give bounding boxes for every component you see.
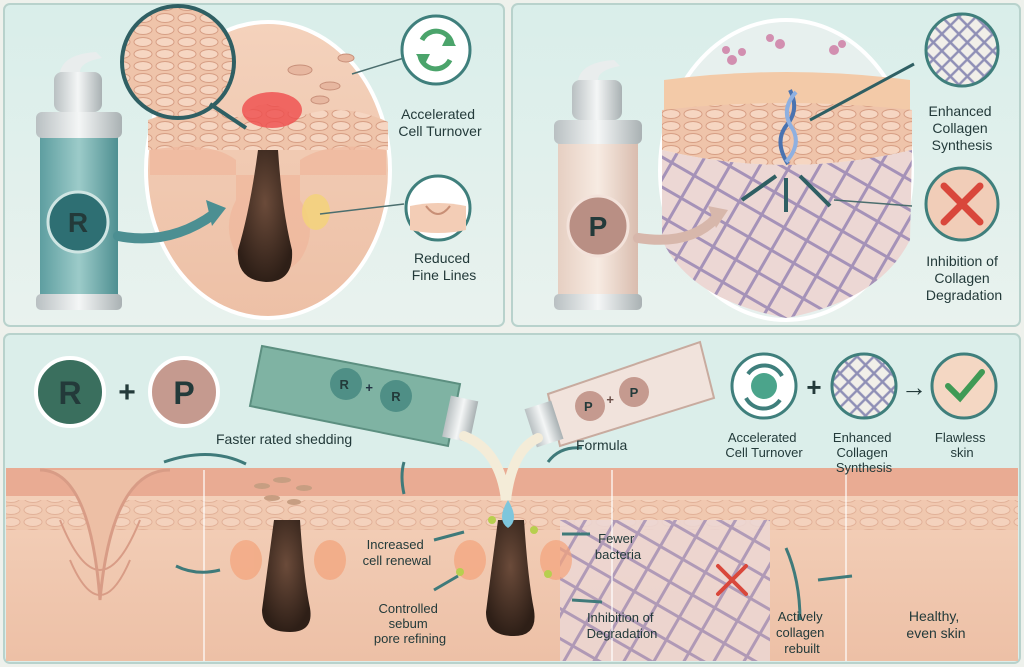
fine-lines-icon xyxy=(404,174,472,242)
peptide-arrow xyxy=(633,213,721,245)
shedding-cells xyxy=(287,53,355,105)
retinol-arrow xyxy=(113,209,219,244)
label-reduced-fine-lines: Reduced Fine Lines xyxy=(412,250,477,283)
cell-inset xyxy=(120,4,248,130)
combo-badge-r-letter: R xyxy=(58,375,81,411)
label-accelerated-turnover: Accelerated Cell Turnover xyxy=(398,106,482,139)
summary-check-icon xyxy=(930,352,998,420)
label-healthy-skin: Healthy, even skin xyxy=(906,608,965,641)
formula-stream xyxy=(459,431,543,501)
panel-retinol: R Accelerated Cell Turnover Reduced Fine… xyxy=(3,3,505,327)
follicle-left xyxy=(262,520,311,632)
label-inhibition-collagen: Inhibition of Collagen Degradation xyxy=(926,253,1002,303)
sebum-dots xyxy=(456,516,552,578)
degradation-cross-small-icon xyxy=(716,564,748,596)
follicle-center xyxy=(486,520,535,636)
tube-retinol-label: R + R xyxy=(339,377,401,404)
summary-label-flawless: Flawless skin xyxy=(935,430,989,460)
peptide-skin-cross-section xyxy=(658,18,914,322)
degradation-cross-icon xyxy=(924,166,1000,242)
summary-row: + → Accelerated Cell Turnover Enhanced C… xyxy=(725,352,998,475)
label-collagen-rebuilt: Actively collagen rebuilt xyxy=(776,609,828,656)
label-fewer-bacteria: Fewer bacteria xyxy=(595,531,642,562)
summary-turnover-icon xyxy=(730,352,798,420)
peptide-bottle: P xyxy=(554,60,642,310)
panel-peptide: P Enhanced Collagen Synthesis Inhibition… xyxy=(511,3,1021,327)
label-formula: Formula xyxy=(576,437,628,453)
retinol-badge xyxy=(46,190,110,254)
retinol-bottle: R xyxy=(36,52,122,310)
label-faster-shedding: Faster rated shedding xyxy=(216,431,352,447)
dna-strand xyxy=(778,89,797,166)
label-enhanced-collagen: Enhanced Collagen Synthesis xyxy=(929,103,996,153)
process-arrows xyxy=(163,446,853,621)
label-controlled-sebum: Controlled sebum pore refining xyxy=(374,601,446,646)
turnover-icon xyxy=(400,14,472,86)
inflamed-spot xyxy=(242,92,302,128)
tube-retinol: R + R xyxy=(248,344,479,448)
summary-label-turnover: Accelerated Cell Turnover xyxy=(725,430,803,460)
summary-arrow: → xyxy=(901,372,927,402)
peptide-badge xyxy=(566,194,630,258)
peptide-arrows xyxy=(740,174,832,212)
summary-plus: + xyxy=(806,372,821,402)
summary-label-collagen: Enhanced Collagen Synthesis xyxy=(833,430,895,475)
panel-combination: R + R P + P R + P xyxy=(3,333,1021,664)
combo-badge-r xyxy=(34,356,106,428)
combo-badge-p-letter: P xyxy=(173,375,194,411)
label-increased-renewal: Increased cell renewal xyxy=(363,537,432,568)
peptide-badge-letter: P xyxy=(589,211,608,242)
wrinkle-area xyxy=(39,468,171,601)
combo-plus: + xyxy=(118,376,136,409)
shedding-flakes-bottom xyxy=(254,477,312,505)
combo-badges: R + P xyxy=(34,356,220,428)
tube-peptide-label: P + P xyxy=(584,385,639,414)
collagen-mesh-icon xyxy=(924,12,1000,88)
label-inhibition-degradation: Inhibition of Degradation xyxy=(587,610,658,641)
combo-badge-p xyxy=(148,356,220,428)
molecules xyxy=(722,34,846,65)
hair-follicle xyxy=(237,150,293,282)
summary-collagen-icon xyxy=(830,352,898,420)
retinol-badge-letter: R xyxy=(68,207,88,238)
formula-drop xyxy=(502,500,514,528)
